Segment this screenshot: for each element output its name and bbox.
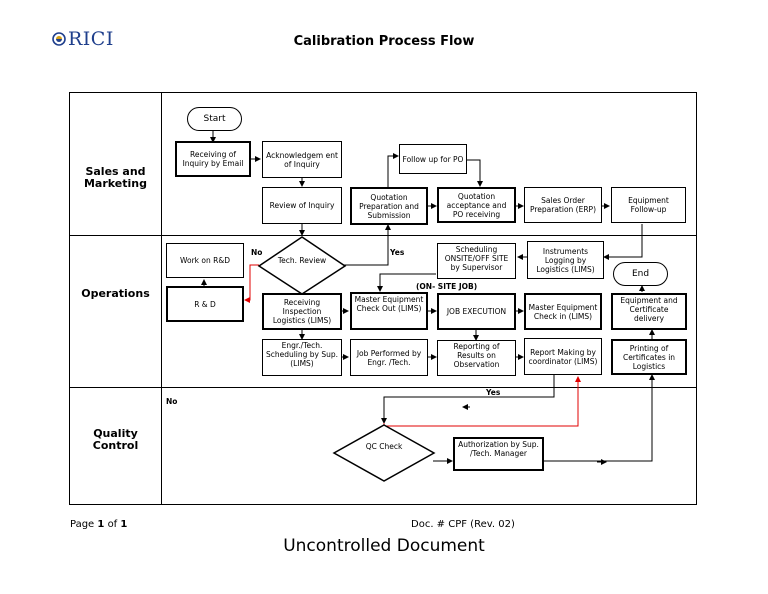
tech-review-diamond <box>257 236 347 295</box>
rd-text: R & D <box>194 299 216 309</box>
engr-scheduling-node: Engr./Tech. Scheduling by Sup. (LIMS) <box>262 339 342 376</box>
connector-authorization-printing <box>544 374 655 462</box>
logo-text: RICI <box>68 28 114 50</box>
lane-label-quality: Quality Control <box>70 428 161 452</box>
start-node: Start <box>187 107 242 131</box>
acknowledgement-text: Acknowledgem ent of Inquiry <box>266 150 338 169</box>
qc-check-label: QC Check <box>365 442 403 451</box>
acknowledgement-node: Acknowledgem ent of Inquiry <box>262 141 342 178</box>
uncontrolled-document-label: Uncontrolled Document <box>283 536 485 556</box>
receiving-inquiry-node: Receiving of Inquiry by Email <box>175 141 251 177</box>
quotation-prep-node: Quotation Preparation and Submission <box>350 187 428 225</box>
connector-followup-logging <box>603 224 643 260</box>
lane-label-quality-text: Quality Control <box>92 427 139 452</box>
connector-quotation-followup <box>387 153 399 187</box>
equipment-delivery-text: Equipment and Certificate delivery <box>620 296 678 323</box>
connector-tech-no-rd <box>244 264 259 303</box>
equipment-followup-text: Equipment Follow-up <box>628 196 669 214</box>
job-performed-text: Job Performed by Engr. /Tech. <box>356 348 422 367</box>
page-current: 1 <box>97 519 105 530</box>
end-node: End <box>613 262 668 286</box>
page-total: 1 <box>120 519 128 530</box>
follow-up-po-node: Follow up for PO <box>399 144 467 174</box>
work-rd-text: Work on R&D <box>180 256 230 265</box>
equipment-followup-node: Equipment Follow-up <box>611 187 686 223</box>
authorization-node: Authorization by Sup. /Tech. Manager <box>453 437 544 471</box>
instruments-logging-node: Instruments Logging by Logistics (LIMS) <box>527 241 604 279</box>
review-inquiry-text: Review of Inquiry <box>269 201 335 210</box>
engr-scheduling-text: Engr./Tech. Scheduling by Sup. (LIMS) <box>265 341 339 368</box>
connector-scheduling-checkout <box>377 273 436 292</box>
reporting-results-text: Reporting of Results on Observation <box>453 342 500 369</box>
connector-tech-quotation <box>344 224 391 266</box>
lane-divider-operations-quality <box>69 387 697 388</box>
lane-label-operations-text: Operations <box>81 287 150 300</box>
receiving-inquiry-text: Receiving of Inquiry by Email <box>182 150 244 168</box>
page-number: Page 1 of 1 <box>70 519 127 530</box>
connector-qc-no-report <box>383 376 581 427</box>
lane-label-column-divider <box>161 92 162 505</box>
lane-label-sales-text: Sales and Marketing <box>83 165 147 190</box>
master-checkout-text: Master Equipment Check Out (LIMS) <box>354 295 424 313</box>
quotation-prep-text: Quotation Preparation and Submission <box>359 192 419 220</box>
doc-reference: Doc. # CPF (Rev. 02) <box>411 519 515 530</box>
equipment-delivery-node: Equipment and Certificate delivery <box>611 293 687 330</box>
company-logo: RICI <box>52 28 114 50</box>
quotation-accept-node: Quotation acceptance and PO receiving <box>437 187 516 223</box>
job-execution-text: JOB EXECUTION <box>446 307 507 316</box>
printing-certificates-text: Printing of Certificates in Logistics <box>622 343 676 371</box>
instruments-logging-text: Instruments Logging by Logistics (LIMS) <box>536 246 595 274</box>
diagram-frame <box>69 92 697 505</box>
receiving-inspection-node: Receiving Inspection Logistics (LIMS) <box>262 293 342 330</box>
qc-check-diamond <box>332 424 436 482</box>
page-title: Calibration Process Flow <box>293 34 475 49</box>
reporting-results-node: Reporting of Results on Observation <box>437 340 516 376</box>
review-inquiry-node: Review of Inquiry <box>262 187 342 224</box>
follow-up-po-text: Follow up for PO <box>402 154 464 164</box>
master-checkin-node: Master Equipment Check in (LIMS) <box>524 293 602 330</box>
lane-label-operations: Operations <box>70 288 161 300</box>
report-making-text: Report Making by coordinator (LIMS) <box>528 347 598 366</box>
master-checkout-node: Master Equipment Check Out (LIMS) <box>350 292 428 330</box>
onsite-job-label: (ON- SITE JOB) <box>416 282 478 291</box>
start-node-text: Start <box>203 113 226 124</box>
job-execution-node: JOB EXECUTION <box>437 293 516 330</box>
end-node-text: End <box>631 268 650 279</box>
work-rd-node: Work on R&D <box>166 243 244 278</box>
scheduling-node: Scheduling ONSITE/OFF SITE by Supervisor <box>437 243 516 279</box>
lane-label-sales: Sales and Marketing <box>70 166 161 190</box>
lane-divider-sales-operations <box>69 235 697 236</box>
quotation-accept-text: Quotation acceptance and PO receiving <box>446 191 507 219</box>
rd-node: R & D <box>166 286 244 322</box>
page-word: Page <box>70 519 95 530</box>
connector-followup-accept <box>467 159 483 187</box>
connector-report-qc <box>381 375 555 424</box>
page-of-word: of <box>107 519 118 530</box>
job-performed-node: Job Performed by Engr. /Tech. <box>350 339 428 376</box>
qc-no-label: No <box>166 397 178 406</box>
tech-review-label: Tech. Review <box>277 256 327 265</box>
qc-yes-label: Yes <box>486 388 501 397</box>
printing-certificates-node: Printing of Certificates in Logistics <box>611 339 687 375</box>
tech-yes-label: Yes <box>390 248 405 257</box>
sales-order-text: Sales Order Preparation (ERP) <box>529 196 597 214</box>
logo-emblem-icon <box>52 32 66 46</box>
report-making-node: Report Making by coordinator (LIMS) <box>524 338 602 375</box>
tech-no-label: No <box>251 248 263 257</box>
sales-order-node: Sales Order Preparation (ERP) <box>524 187 602 223</box>
receiving-inspection-text: Receiving Inspection Logistics (LIMS) <box>272 298 332 325</box>
scheduling-text: Scheduling ONSITE/OFF SITE by Supervisor <box>444 245 509 272</box>
master-checkin-text: Master Equipment Check in (LIMS) <box>528 302 598 321</box>
authorization-text: Authorization by Sup. /Tech. Manager <box>458 440 539 458</box>
